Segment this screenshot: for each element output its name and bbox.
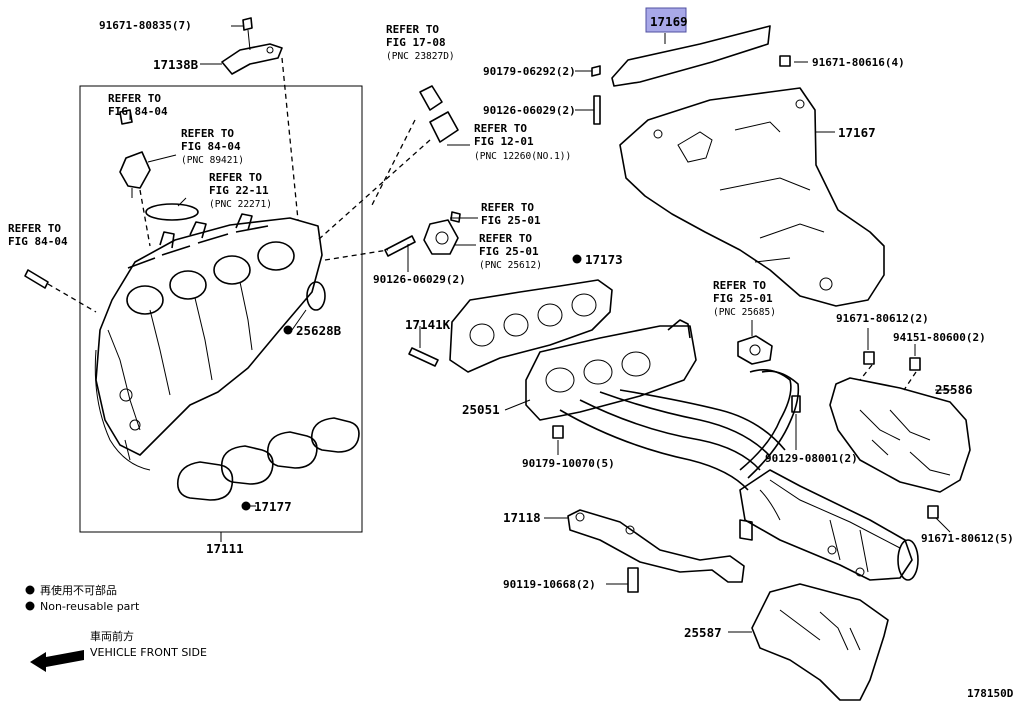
ref-r2-line1[interactable]: REFER TO — [108, 92, 161, 105]
label-p16[interactable]: 90179-10070(5) — [522, 457, 615, 470]
label-p6[interactable]: 90126-06029(2) — [483, 104, 576, 117]
hose-fittings-drawing — [419, 85, 459, 143]
ref-r8-pnc: (PNC 25612) — [479, 260, 542, 271]
bolt-91671-80612-5 — [927, 505, 939, 519]
ref-r4-line2[interactable]: FIG 12-01 — [474, 135, 534, 148]
legend: 再使用不可部品 Non-reusable part 車両前方 VEHICLE F… — [25, 583, 207, 672]
ref-r4-line1[interactable]: REFER TO — [474, 122, 527, 135]
ref-r5-line2[interactable]: FIG 22-11 — [209, 184, 269, 197]
bolt-91671 — [779, 55, 791, 67]
ref-r3-line1[interactable]: REFER TO — [181, 127, 234, 140]
label-p11[interactable]: 17141K — [405, 317, 451, 332]
legend-nonreusable-jp: 再使用不可部品 — [40, 583, 117, 597]
exhaust-gasket-17173-drawing — [449, 279, 613, 373]
ref-r6-line2[interactable]: FIG 25-01 — [481, 214, 541, 227]
sensor-drawing — [119, 109, 199, 221]
stud-90126-b — [593, 95, 601, 125]
ref-r8-line1[interactable]: REFER TO — [479, 232, 532, 245]
nonreusable-dot-17177 — [241, 501, 251, 511]
label-p4[interactable]: 90179-06292(2) — [483, 65, 576, 78]
label-p22[interactable]: 90119-10668(2) — [503, 578, 596, 591]
label-p2[interactable]: 17138B — [153, 57, 199, 72]
label-p13[interactable]: 91671-80612(2) — [836, 312, 929, 325]
ref-r8-line2[interactable]: FIG 25-01 — [479, 245, 539, 258]
ref-r9-pnc: (PNC 25685) — [713, 307, 776, 318]
legend-dot-en — [25, 601, 35, 611]
label-p21[interactable]: 91671-80612(5) — [921, 532, 1014, 545]
figure-id: 178150D — [967, 687, 1014, 700]
part-labels: 91671-80835(7) 17138B 17169 90179-06292(… — [99, 14, 1014, 640]
bolt-90129 — [791, 395, 801, 413]
intake-gasket-drawing — [176, 417, 360, 501]
ref-r1-pnc: (PNC 23827D) — [386, 51, 455, 62]
legend-front-jp: 車両前方 — [90, 629, 134, 643]
gasket-25628b-drawing — [306, 281, 326, 311]
ref-r5-pnc: (PNC 22271) — [209, 199, 272, 210]
nut-90179-10070 — [552, 425, 564, 439]
egr-pipe-drawing — [737, 335, 800, 479]
ref-r7-line2[interactable]: FIG 84-04 — [8, 235, 68, 248]
intake-manifold-drawing — [94, 213, 323, 471]
ref-r3-pnc: (PNC 89421) — [181, 155, 244, 166]
label-p5[interactable]: 91671-80616(4) — [812, 56, 905, 69]
label-p17[interactable]: 90129-08001(2) — [765, 452, 858, 465]
nut-90179 — [591, 65, 601, 77]
label-p15[interactable]: 25586 — [935, 382, 973, 397]
heat-insulator-17167-drawing — [619, 87, 885, 307]
ref-r3-line2[interactable]: FIG 84-04 — [181, 140, 241, 153]
front-arrow-icon — [30, 650, 84, 672]
legend-front-en: VEHICLE FRONT SIDE — [90, 646, 207, 659]
bolt-90119 — [627, 567, 639, 593]
ref-r1-line1[interactable]: REFER TO — [386, 23, 439, 36]
label-p23[interactable]: 25587 — [684, 625, 722, 640]
legend-dot-jp — [25, 585, 35, 595]
ref-r9-line1[interactable]: REFER TO — [713, 279, 766, 292]
label-p9[interactable]: 17173 — [585, 252, 623, 267]
label-p12[interactable]: 25051 — [462, 402, 500, 417]
heat-insulator-25587-drawing — [751, 583, 889, 701]
ref-r6-line1[interactable]: REFER TO — [481, 201, 534, 214]
label-p10[interactable]: 25628B — [296, 323, 342, 338]
stud-left — [24, 269, 49, 289]
refer-labels: REFER TO FIG 17-08 (PNC 23827D) REFER TO… — [8, 23, 776, 318]
label-p20[interactable]: 17118 — [503, 510, 541, 525]
label-p1[interactable]: 91671-80835(7) — [99, 19, 192, 32]
exhaust-manifold-25051-drawing — [525, 319, 786, 491]
ref-r4-pnc: (PNC 12260(NO.1)) — [474, 151, 571, 162]
ref-r7-line1[interactable]: REFER TO — [8, 222, 61, 235]
leader-lines — [129, 25, 952, 633]
ref-r5-line1[interactable]: REFER TO — [209, 171, 262, 184]
ref-r1-line2[interactable]: FIG 17-08 — [386, 36, 446, 49]
legend-nonreusable-en: Non-reusable part — [40, 600, 140, 613]
bolt-94151 — [909, 357, 921, 371]
bracket-17118-drawing — [567, 509, 753, 583]
flange-drawing — [423, 211, 461, 255]
heat-insulator-25586-drawing — [829, 377, 971, 493]
label-p14[interactable]: 94151-80600(2) — [893, 331, 986, 344]
bolt-91671-80612 — [863, 351, 875, 365]
nonreusable-dot-17173 — [572, 254, 582, 264]
bracket-17138b-drawing — [221, 17, 283, 75]
label-p7[interactable]: 17167 — [838, 125, 876, 140]
stud-17141k — [408, 347, 439, 367]
label-p18[interactable]: 17177 — [254, 499, 292, 514]
insulator-17169-drawing — [611, 25, 771, 87]
nonreusable-dot-25628b — [283, 325, 293, 335]
ref-r2-line2[interactable]: FIG 84-04 — [108, 105, 168, 118]
highlight-17169 — [645, 7, 687, 33]
label-p3[interactable]: 17169 — [650, 14, 688, 29]
stud-90126 — [384, 235, 416, 257]
catalytic-converter-drawing — [739, 469, 919, 581]
label-p8[interactable]: 90126-06029(2) — [373, 273, 466, 286]
ref-r9-line2[interactable]: FIG 25-01 — [713, 292, 773, 305]
label-p19[interactable]: 17111 — [206, 541, 244, 556]
